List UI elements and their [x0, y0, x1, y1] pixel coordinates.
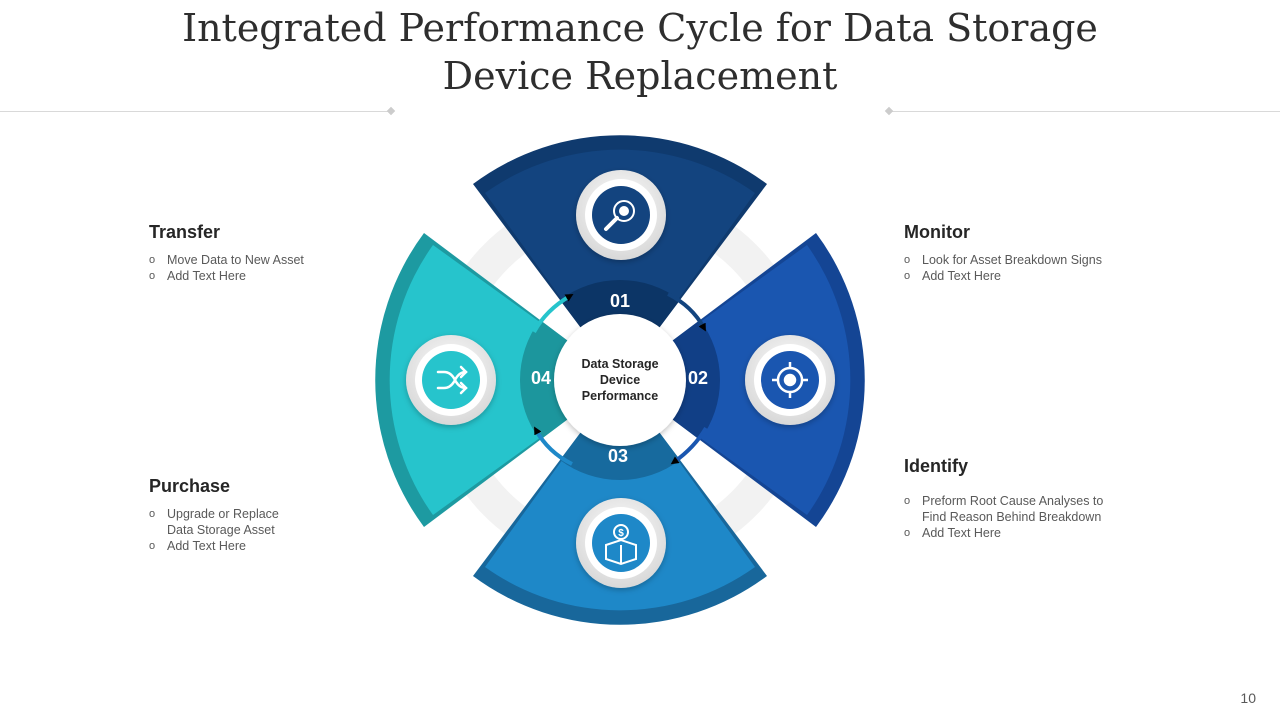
- identify-heading: Identify: [904, 456, 969, 476]
- title-divider-left: [0, 111, 390, 112]
- arrow-04-to-01: [532, 293, 574, 333]
- step-04-icon-medal: [406, 335, 496, 425]
- transfer-heading: Transfer: [149, 222, 221, 242]
- page-number: 10: [1240, 690, 1256, 706]
- arrow-03-to-04: [534, 426, 573, 466]
- title-divider-right: [890, 111, 1280, 112]
- step-04-wedge-face: [389, 245, 620, 515]
- purchase-bullet-1-line-2: Data Storage Asset: [167, 523, 275, 537]
- transfer-bullet-2: Add Text Here: [149, 268, 304, 284]
- purchase-bullet-2: Add Text Here: [149, 538, 349, 554]
- identify-bullet-1-line-1: Preform Root Cause Analyses to: [922, 494, 1104, 508]
- step-04-wedge: [375, 233, 620, 527]
- step-02-icon-medal: [745, 335, 835, 425]
- monitor-text-block: Monitor Look for Asset Breakdown Signs A…: [904, 222, 1102, 284]
- svg-text:$: $: [618, 528, 624, 539]
- identify-bullet-1: Preform Root Cause Analyses to Find Reaso…: [904, 493, 1144, 525]
- step-02-number: 02: [688, 368, 708, 388]
- center-label-line-2: Device: [600, 373, 640, 387]
- identify-text-block: Identify Preform Root Cause Analyses to F…: [904, 456, 1144, 541]
- arrow-02-to-03: [670, 426, 708, 465]
- slide-title-line-2: Device Replacement: [442, 54, 838, 98]
- arrow-01-to-02: [667, 292, 706, 332]
- center-label-line-3: Performance: [582, 389, 658, 403]
- transfer-bullet-1: Move Data to New Asset: [149, 252, 304, 268]
- center-circle: [554, 314, 686, 446]
- step-03-icon-medal: $: [576, 498, 666, 588]
- center-label-line-1: Data Storage: [581, 357, 658, 371]
- step-02-wedge-face: [620, 245, 851, 515]
- search-gear-icon: [604, 200, 635, 231]
- step-01-number: 01: [610, 291, 630, 311]
- step-04-number: 04: [531, 368, 551, 388]
- step-01-wedge-face: [485, 149, 755, 380]
- monitor-bullet-2: Add Text Here: [904, 268, 1102, 284]
- purchase-bullet-1-line-1: Upgrade or Replace: [167, 507, 279, 521]
- monitor-bullet-1: Look for Asset Breakdown Signs: [904, 252, 1102, 268]
- identify-bullet-1-line-2: Find Reason Behind Breakdown: [922, 510, 1102, 524]
- step-03-number: 03: [608, 446, 628, 466]
- box-dollar-icon: $: [605, 524, 637, 566]
- step-02-wedge: [620, 233, 865, 527]
- step-03-wedge-face: [485, 380, 755, 611]
- identify-bullet-2: Add Text Here: [904, 525, 1144, 541]
- slide-title-line-1: Integrated Performance Cycle for Data St…: [182, 6, 1098, 50]
- transfer-text-block: Transfer Move Data to New Asset Add Text…: [149, 222, 304, 284]
- shuffle-icon: [436, 365, 468, 395]
- monitor-heading: Monitor: [904, 222, 970, 242]
- target-icon: [772, 362, 808, 398]
- step-01-icon-medal: [576, 170, 666, 260]
- purchase-heading: Purchase: [149, 476, 231, 496]
- slide-title: Integrated Performance Cycle for Data St…: [0, 4, 1280, 100]
